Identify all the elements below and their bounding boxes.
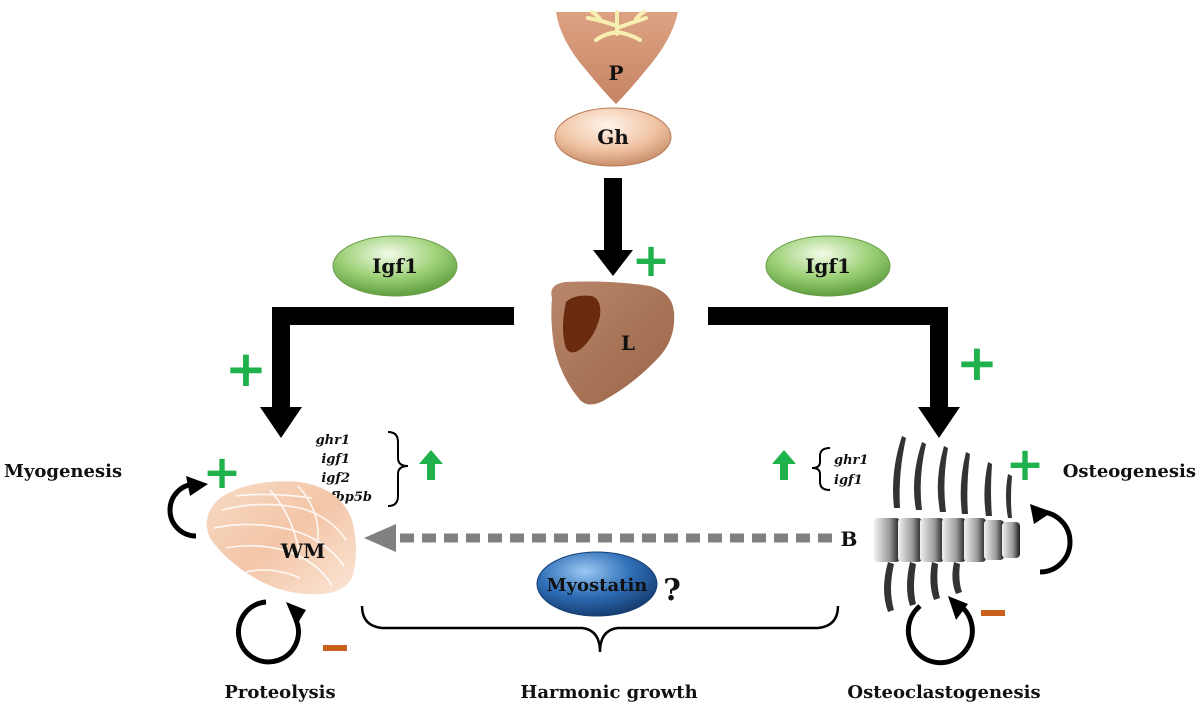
osteoclastogenesis-cycle-icon — [905, 596, 975, 666]
bone-gene: ghr1 — [834, 453, 868, 468]
bone-icon: B — [841, 436, 1020, 612]
bone-gene-brace — [811, 447, 831, 491]
muscle-gene: igf2 — [321, 471, 350, 486]
igf1-left-pill: Igf1 — [332, 235, 458, 297]
liver-label: L — [621, 331, 635, 355]
myogenesis-label: Myogenesis — [4, 461, 122, 482]
liver-positive-sign: + — [632, 233, 671, 287]
pituitary-icon: P — [556, 10, 678, 104]
liver-to-muscle-arrow — [260, 307, 514, 438]
muscle-input-positive-sign: + — [225, 340, 267, 398]
muscle-gene-brace — [387, 431, 409, 507]
bone-input-positive-sign: + — [956, 334, 998, 392]
pituitary-label: P — [608, 61, 623, 85]
osteoclastogenesis-negative-sign — [981, 610, 1005, 616]
gh-to-liver-arrow — [593, 178, 633, 276]
bone-gene-list: ghr1 igf1 — [772, 447, 868, 491]
bone-label: B — [841, 527, 858, 551]
osteogenesis-cycle-icon — [1030, 504, 1073, 575]
gh-hormone-pill: Gh — [554, 107, 672, 167]
myogenesis-positive-sign: + — [203, 445, 242, 499]
osteoclastogenesis-label: Osteoclastogenesis — [847, 682, 1040, 703]
harmonic-growth-brace — [360, 605, 840, 653]
muscle-gene: ghr1 — [316, 433, 350, 448]
white-muscle-icon: WM — [206, 481, 356, 595]
bone-to-muscle-dashed-arrow — [364, 524, 832, 552]
proteolysis-negative-sign — [323, 645, 347, 651]
proteolysis-cycle-icon — [235, 599, 306, 665]
proteolysis-label: Proteolysis — [224, 682, 335, 703]
liver-to-bone-arrow — [708, 307, 960, 438]
osteogenesis-label: Osteogenesis — [1063, 461, 1196, 482]
liver-icon: L — [551, 281, 675, 405]
muscle-gene: igf1 — [321, 452, 350, 467]
muscle-gene-up-arrow-icon — [419, 450, 443, 480]
myostatin-label: Myostatin — [547, 575, 648, 596]
myostatin-pill: Myostatin — [536, 551, 658, 617]
muscle-label: WM — [280, 539, 326, 563]
igf1-right-pill: Igf1 — [765, 235, 891, 297]
bone-gene: igf1 — [834, 473, 863, 488]
osteogenesis-positive-sign: + — [1006, 437, 1045, 491]
igf1-right-label: Igf1 — [805, 254, 851, 278]
myogenesis-cycle-icon — [167, 476, 208, 539]
harmonic-growth-label: Harmonic growth — [520, 682, 697, 703]
gh-label: Gh — [597, 125, 629, 149]
bone-gene-up-arrow-icon — [772, 450, 796, 480]
muscle-gene-list: ghr1 igf1 igf2 igfbp5b — [316, 431, 443, 507]
myostatin-question-mark: ? — [663, 573, 681, 608]
igf1-left-label: Igf1 — [372, 254, 418, 278]
